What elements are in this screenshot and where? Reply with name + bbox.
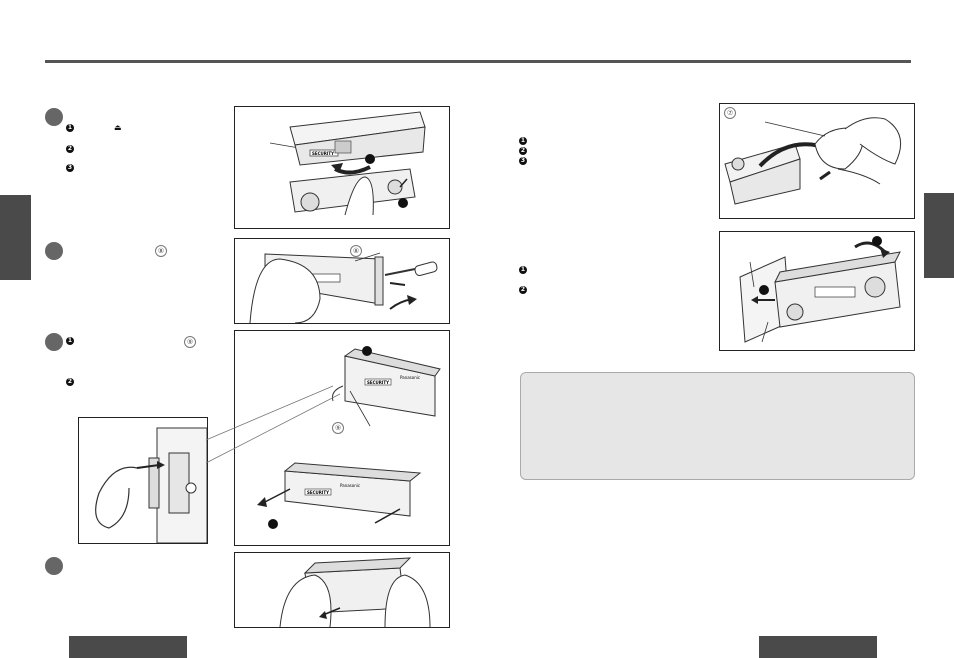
eject-icon: ⏏ xyxy=(114,123,122,132)
callout-9-figure: ⑨ xyxy=(332,422,344,434)
substep-1-2: 2 xyxy=(66,145,74,153)
substep-r1-2: 2 xyxy=(519,147,527,155)
substep-3-1: 1 xyxy=(66,337,74,345)
footer-bar-right xyxy=(759,636,877,658)
figure-label-brand-c2: Panasonic xyxy=(340,483,360,488)
figure-attach-faceplate xyxy=(719,231,915,351)
figure-faceplate-removal: SECURITY xyxy=(234,106,450,229)
substep-1-3: 3 xyxy=(66,164,74,172)
figure-hook-zoom-inset xyxy=(78,417,208,544)
figure-label-security-a: SECURITY xyxy=(312,151,334,156)
callout-8-text: ⑧ xyxy=(155,245,167,257)
step-marker-1 xyxy=(45,108,63,126)
figure-hook-insertion: SECURITY Panasonic SECURITY Panasonic ⑨ xyxy=(234,330,450,546)
step-marker-2 xyxy=(45,242,63,260)
substep-r1-1: 1 xyxy=(519,137,527,145)
note-box xyxy=(520,372,915,480)
substep-r2-1: 1 xyxy=(519,266,527,274)
figure-screwdriver-release: ⑧ xyxy=(234,238,450,324)
header-rule xyxy=(45,60,911,63)
footer-bar-left xyxy=(69,636,187,658)
substep-r1-3: 3 xyxy=(519,157,527,165)
figure-pull-out-unit xyxy=(234,552,450,628)
callout-7-figure: ⑦ xyxy=(724,107,736,119)
substep-r2-2: 2 xyxy=(519,286,527,294)
callout-9-text: ⑨ xyxy=(184,336,196,348)
substep-1-1: 1 xyxy=(66,124,74,132)
step-marker-3 xyxy=(45,333,63,351)
figure-label-security-c: SECURITY xyxy=(367,380,389,385)
callout-8-figure: ⑧ xyxy=(350,245,362,257)
step-marker-4 xyxy=(45,557,63,575)
figure-faceplate-case: ⑦ xyxy=(719,103,915,219)
substep-3-2: 2 xyxy=(66,378,74,386)
left-side-tab xyxy=(0,195,31,280)
figure-label-brand-c: Panasonic xyxy=(400,375,420,380)
figure-label-security-c2: SECURITY xyxy=(307,490,329,495)
right-side-tab xyxy=(924,193,954,278)
